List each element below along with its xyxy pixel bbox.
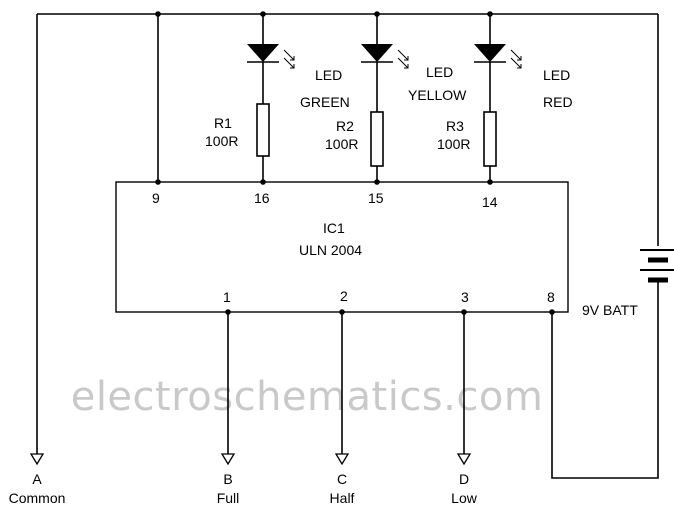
led-yellow-symbol: [361, 44, 393, 62]
led3-color: RED: [543, 94, 573, 110]
led-red-light-arrows: [510, 49, 522, 69]
terminal-b-symbol: [220, 453, 236, 466]
led2-color: YELLOW: [408, 87, 467, 103]
terminal-a-label: Common: [9, 490, 66, 506]
led-green-light-arrows: [283, 49, 295, 69]
led-green-branch: [247, 14, 295, 185]
terminal-c-label: Half: [330, 490, 355, 506]
led2-label: LED: [426, 64, 453, 80]
r3-value: 100R: [437, 136, 470, 152]
led1-label: LED: [315, 67, 342, 83]
pin-8-label: 8: [547, 289, 555, 305]
led-green-symbol: [247, 44, 279, 62]
led1-color: GREEN: [300, 94, 350, 110]
pin-2-label: 2: [340, 288, 348, 304]
r1-name: R1: [214, 115, 232, 131]
terminal-d-label: Low: [451, 490, 478, 506]
pin-3-label: 3: [461, 289, 469, 305]
resistor-r2: [370, 111, 384, 167]
battery-label: 9V BATT: [582, 302, 638, 318]
terminal-b-letter: B: [223, 471, 232, 487]
ic-part: ULN 2004: [299, 242, 362, 258]
terminal-c-symbol: [334, 453, 350, 466]
resistor-r1: [256, 103, 270, 157]
led3-label: LED: [543, 67, 570, 83]
terminal-b-label: Full: [217, 490, 240, 506]
r2-name: R2: [336, 118, 354, 134]
led-yellow-light-arrows: [397, 49, 409, 69]
terminal-a-letter: A: [32, 471, 42, 487]
terminal-symbols: [29, 453, 472, 466]
pin-9-label: 9: [152, 190, 160, 206]
led-yellow-branch: [361, 14, 409, 185]
bottom-pin-junctions: [225, 309, 555, 315]
resistor-r3: [483, 111, 497, 167]
terminal-c-letter: C: [337, 471, 347, 487]
r3-name: R3: [446, 118, 464, 134]
led-red-symbol: [474, 44, 506, 62]
battery-symbol: [640, 249, 674, 283]
pin-15-label: 15: [368, 190, 384, 206]
pin-1-label: 1: [223, 289, 231, 305]
battery-negative-wire: [551, 282, 659, 479]
terminal-a-symbol: [29, 453, 45, 466]
terminal-d-symbol: [456, 453, 472, 466]
watermark-text: electroschematics.com: [71, 374, 544, 420]
pin-16-label: 16: [254, 190, 270, 206]
r2-value: 100R: [325, 136, 358, 152]
led-red-branch: [474, 14, 522, 185]
pin-14-label: 14: [482, 194, 498, 210]
r1-value: 100R: [205, 133, 238, 149]
ic-name: IC1: [323, 220, 345, 236]
terminal-d-letter: D: [459, 471, 469, 487]
